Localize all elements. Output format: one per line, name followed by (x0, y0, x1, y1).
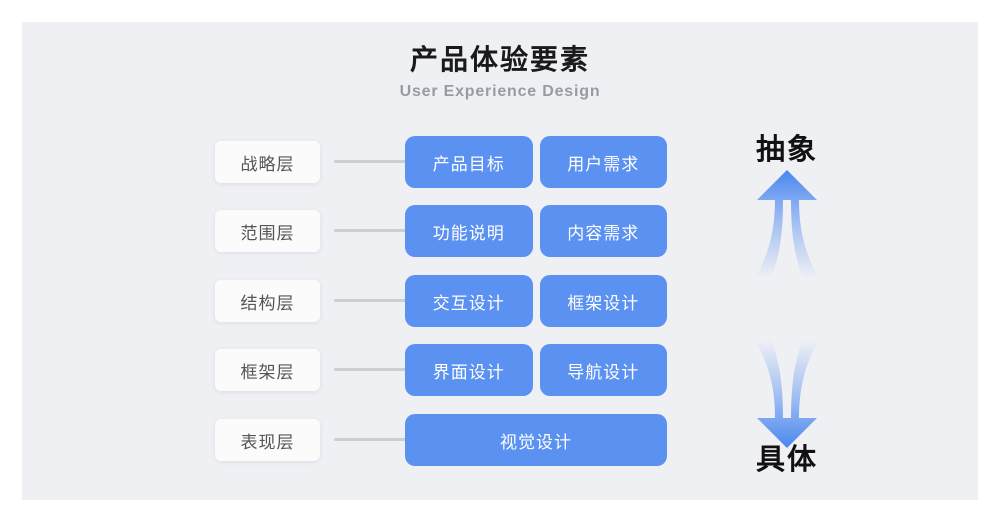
diagram-row: 战略层 产品目标 用户需求 (22, 136, 978, 188)
layer-label-card[interactable]: 框架层 (215, 349, 320, 391)
box-group: 界面设计 导航设计 (405, 344, 667, 396)
connector-line (334, 299, 406, 302)
layer-label-card[interactable]: 表现层 (215, 419, 320, 461)
header: 产品体验要素 User Experience Design (22, 42, 978, 101)
diagram-row: 范围层 功能说明 内容需求 (22, 205, 978, 257)
element-box[interactable]: 交互设计 (405, 275, 533, 327)
page-title: 产品体验要素 (409, 44, 590, 75)
layer-label-card[interactable]: 范围层 (215, 210, 320, 252)
diagram-row: 结构层 交互设计 框架设计 (22, 275, 978, 327)
axis-label-concrete: 具体 (755, 444, 818, 476)
element-box[interactable]: 功能说明 (405, 205, 533, 257)
box-group: 交互设计 框架设计 (405, 275, 667, 327)
slide-canvas: 产品体验要素 User Experience Design 战略层 产品目标 用… (22, 22, 978, 500)
arrow-down-icon (739, 338, 835, 450)
box-group: 产品目标 用户需求 (405, 136, 667, 188)
layer-label-card[interactable]: 结构层 (215, 280, 320, 322)
box-group: 视觉设计 (405, 414, 667, 466)
element-box[interactable]: 视觉设计 (405, 414, 667, 466)
page-subtitle: User Experience Design (399, 83, 601, 100)
layer-label-card[interactable]: 战略层 (215, 141, 320, 183)
connector-line (334, 160, 406, 163)
connector-line (334, 229, 406, 232)
diagram-row: 框架层 界面设计 导航设计 (22, 344, 978, 396)
element-box[interactable]: 框架设计 (539, 275, 667, 327)
element-box[interactable]: 内容需求 (539, 205, 667, 257)
arrow-up-icon (739, 168, 835, 280)
connector-line (334, 438, 406, 441)
element-box[interactable]: 导航设计 (539, 344, 667, 396)
element-box[interactable]: 产品目标 (405, 136, 533, 188)
box-group: 功能说明 内容需求 (405, 205, 667, 257)
element-box[interactable]: 用户需求 (539, 136, 667, 188)
abstraction-axis: 抽象 (712, 22, 862, 500)
axis-label-abstract: 抽象 (755, 134, 818, 166)
connector-line (334, 368, 406, 371)
element-box[interactable]: 界面设计 (405, 344, 533, 396)
ux-layers-diagram: 战略层 产品目标 用户需求 范围层 功能说明 内容需求 结构层 交互设计 框架设… (22, 22, 978, 500)
diagram-row: 表现层 视觉设计 (22, 414, 978, 466)
